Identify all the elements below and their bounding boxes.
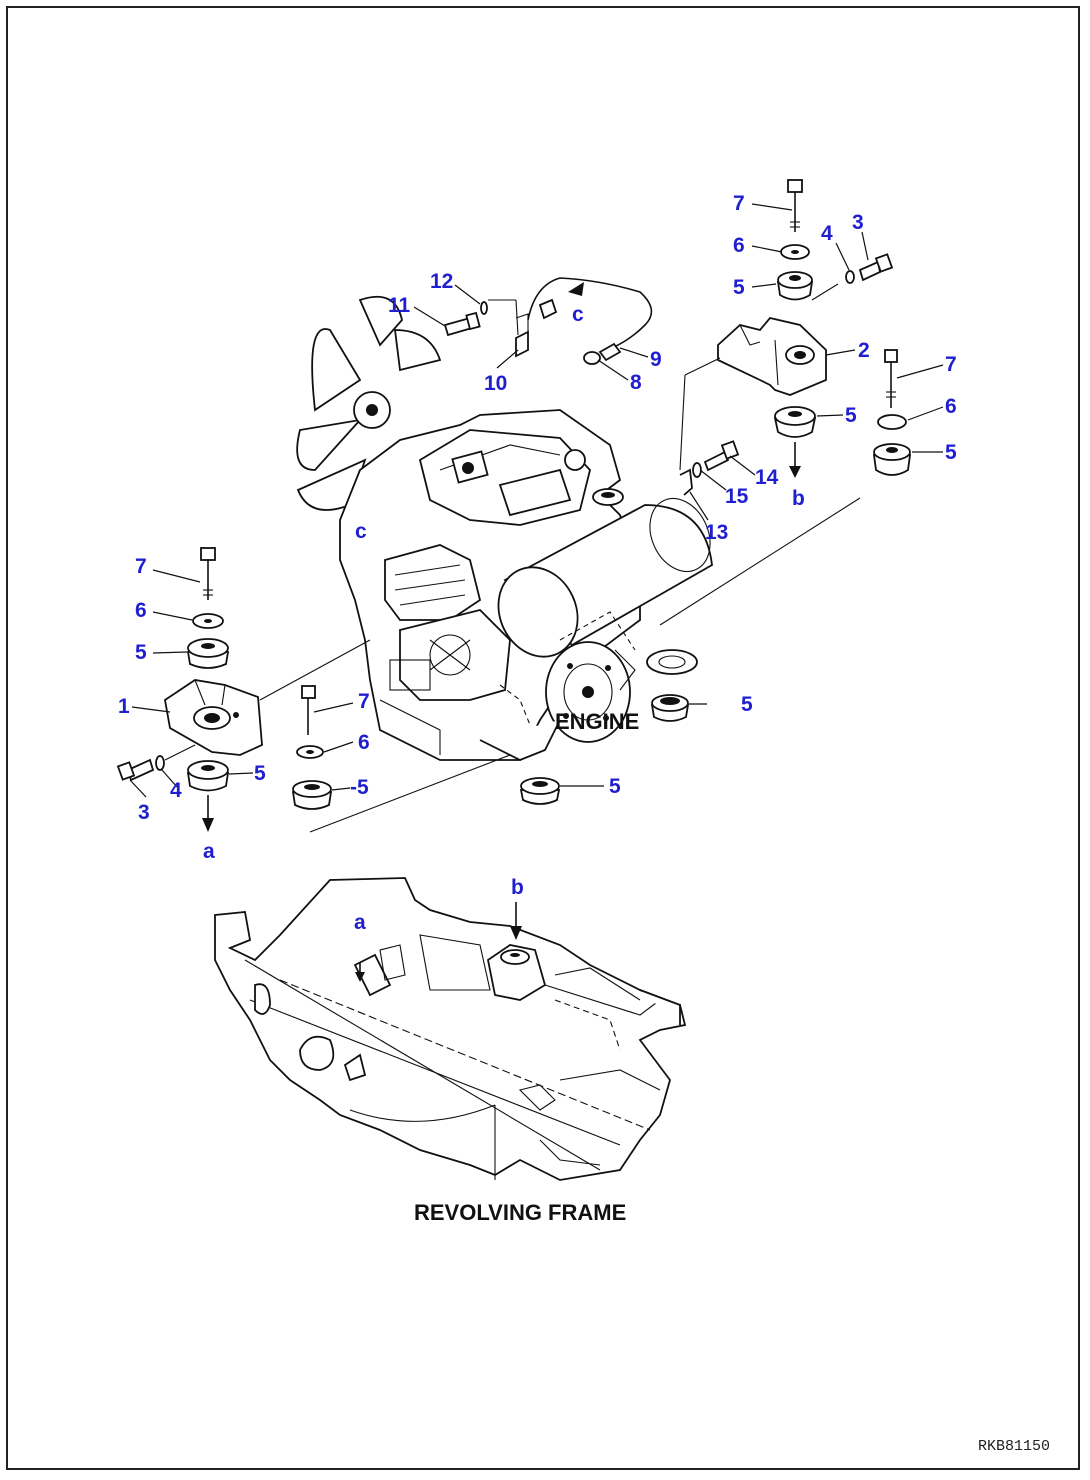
ref-letter-a-mount: a bbox=[203, 840, 215, 863]
callout-4-top-right: 4 bbox=[821, 222, 833, 245]
ref-letter-b-frame: b bbox=[511, 876, 524, 899]
callout-7-top-right: 7 bbox=[733, 192, 745, 215]
callout-5-right: 5 bbox=[945, 441, 957, 464]
bracket-2 bbox=[717, 316, 827, 396]
terminal-8 bbox=[583, 351, 601, 365]
washer-12 bbox=[480, 301, 488, 315]
washer-15 bbox=[692, 462, 702, 478]
bracket-1 bbox=[164, 679, 263, 756]
callout-5-top-right: 5 bbox=[733, 276, 745, 299]
callout-4-left: 4 bbox=[170, 779, 182, 802]
rubber-mount-5-under-bracket-2 bbox=[773, 406, 817, 478]
callout-12: 12 bbox=[430, 270, 453, 293]
document-id: RKB81150 bbox=[978, 1438, 1050, 1455]
leader-lines bbox=[129, 203, 944, 798]
callout-1: 1 bbox=[118, 695, 130, 718]
battery-cable-9 bbox=[527, 277, 653, 362]
callout-9: 9 bbox=[650, 348, 662, 371]
clamp-13 bbox=[679, 468, 693, 496]
callout-2: 2 bbox=[858, 339, 870, 362]
callout-5-left-bottom: 5 bbox=[254, 762, 266, 785]
washer-6-right bbox=[877, 414, 907, 430]
callout-14: 14 bbox=[755, 466, 779, 489]
callout-6-top-right: 6 bbox=[733, 234, 745, 257]
washer-4-left bbox=[155, 755, 165, 771]
bolt-7-top-right bbox=[787, 179, 803, 232]
callout-11: 11 bbox=[388, 294, 411, 317]
clamp-10 bbox=[515, 313, 529, 358]
rubber-mount-5-top-right bbox=[776, 271, 814, 301]
callout-13: 13 bbox=[705, 521, 728, 544]
callout-5-middle: -5 bbox=[350, 776, 369, 799]
callout-6-left: 6 bbox=[135, 599, 147, 622]
callout-15: 15 bbox=[725, 485, 749, 508]
bolt-14 bbox=[703, 440, 740, 472]
washer-6-top-right bbox=[780, 244, 810, 260]
callout-5-middle-right: 5 bbox=[741, 693, 753, 716]
washer-6-left bbox=[192, 613, 224, 629]
rubber-mount-5-right bbox=[872, 443, 912, 476]
bolt-7-left bbox=[200, 547, 216, 600]
callout-6-middle: 6 bbox=[358, 731, 370, 754]
bolt-11 bbox=[443, 311, 481, 337]
callout-3-left: 3 bbox=[138, 801, 150, 824]
washer-4-top-right bbox=[845, 270, 855, 284]
callout-7-right: 7 bbox=[945, 353, 957, 376]
callout-6-right: 6 bbox=[945, 395, 957, 418]
ref-letter-b-mount: b bbox=[792, 487, 805, 510]
callout-8: 8 bbox=[630, 371, 642, 394]
callout-5-bottom-center: 5 bbox=[609, 775, 621, 798]
caption-revolving-frame: REVOLVING FRAME bbox=[414, 1200, 626, 1225]
rubber-ring-near-flywheel bbox=[646, 649, 698, 675]
bolt-7-middle bbox=[301, 685, 316, 735]
drawing-border bbox=[6, 6, 1080, 1470]
callout-3-top-right: 3 bbox=[852, 211, 864, 234]
rubber-mount-5-middle bbox=[291, 780, 333, 810]
rubber-mount-5-middle-right bbox=[650, 694, 690, 722]
callout-10: 10 bbox=[484, 372, 507, 395]
caption-engine: ENGINE bbox=[555, 709, 639, 734]
callout-5-left-top: 5 bbox=[135, 641, 147, 664]
engine bbox=[296, 295, 713, 761]
callout-5-under-bracket-2: 5 bbox=[845, 404, 857, 427]
rubber-mount-5-bottom-center bbox=[519, 777, 561, 805]
callout-7-left: 7 bbox=[135, 555, 147, 578]
washer-6-middle bbox=[296, 745, 324, 759]
revolving-frame bbox=[214, 877, 687, 1181]
bolt-3-top-right bbox=[858, 253, 894, 282]
rubber-mount-5-left-top bbox=[186, 638, 230, 669]
ref-letter-c-cable: c bbox=[572, 303, 584, 326]
ref-letter-a-frame: a bbox=[354, 911, 366, 934]
callout-7-middle: 7 bbox=[358, 690, 370, 713]
bolt-7-right bbox=[884, 349, 898, 408]
ref-letter-c-engine: c bbox=[355, 520, 367, 543]
rubber-mount-5-left-bottom bbox=[186, 760, 230, 832]
bolt-3-left bbox=[116, 758, 155, 782]
